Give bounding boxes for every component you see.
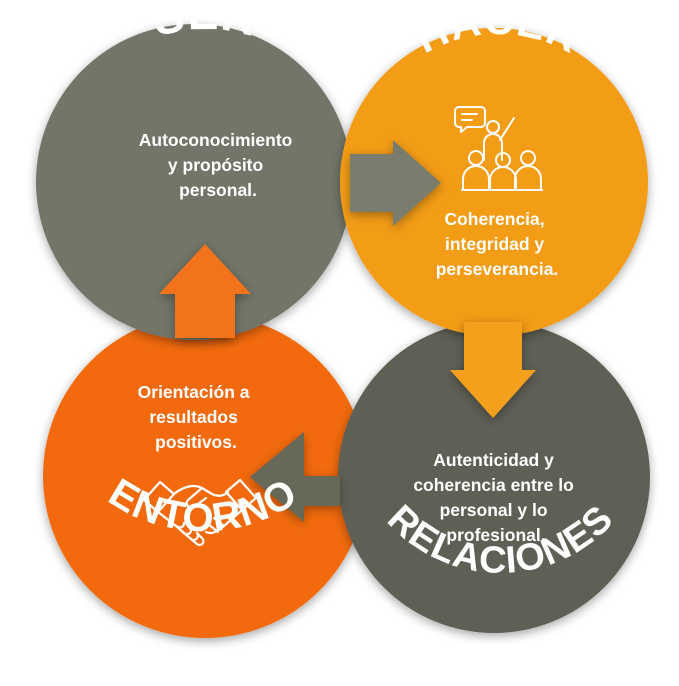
entorno-circle [43,314,367,638]
ser-circle [36,24,352,340]
arrow-relaciones-to-entorno [250,432,340,522]
ser-text-line: Autoconocimiento [139,130,293,150]
relaciones-node [338,321,650,633]
ser-text-line: y propósito [168,155,263,175]
arrow-entorno-to-ser [159,244,251,338]
presentation-icon [454,106,543,191]
arrow-hacer-to-relaciones [450,322,536,418]
relaciones-text: Autenticidad y coherencia entre lo perso… [413,450,578,545]
ser-node [36,24,352,340]
hacer-circle [340,28,648,336]
hacer-text: Coherencia, integridad y perseverancia. [436,209,559,279]
relaciones-circle [338,321,650,633]
entorno-node [43,314,367,638]
arrow-ser-to-hacer [350,140,441,226]
handshake-icon [142,478,258,546]
relaciones-text-line: profesional. [446,525,545,545]
entorno-text: Orientación a resultados positivos. [138,382,255,452]
hacer-text-line: perseverancia. [436,259,559,279]
relaciones-text-line: coherencia entre lo [413,475,573,495]
relaciones-text-line: Autenticidad y [433,450,554,470]
relaciones-text-line: personal y lo [440,500,548,520]
ser-text-line: personal. [179,180,257,200]
ser-title: SER [148,0,263,46]
entorno-text-line: resultados [149,407,238,427]
hacer-text-line: Coherencia, [444,209,544,229]
entorno-text-line: Orientación a [138,382,250,402]
hacer-node [340,28,648,336]
ser-text: Autoconocimiento y propósito personal. [139,130,297,200]
entorno-text-line: positivos. [155,432,237,452]
hacer-text-line: integridad y [445,234,544,254]
